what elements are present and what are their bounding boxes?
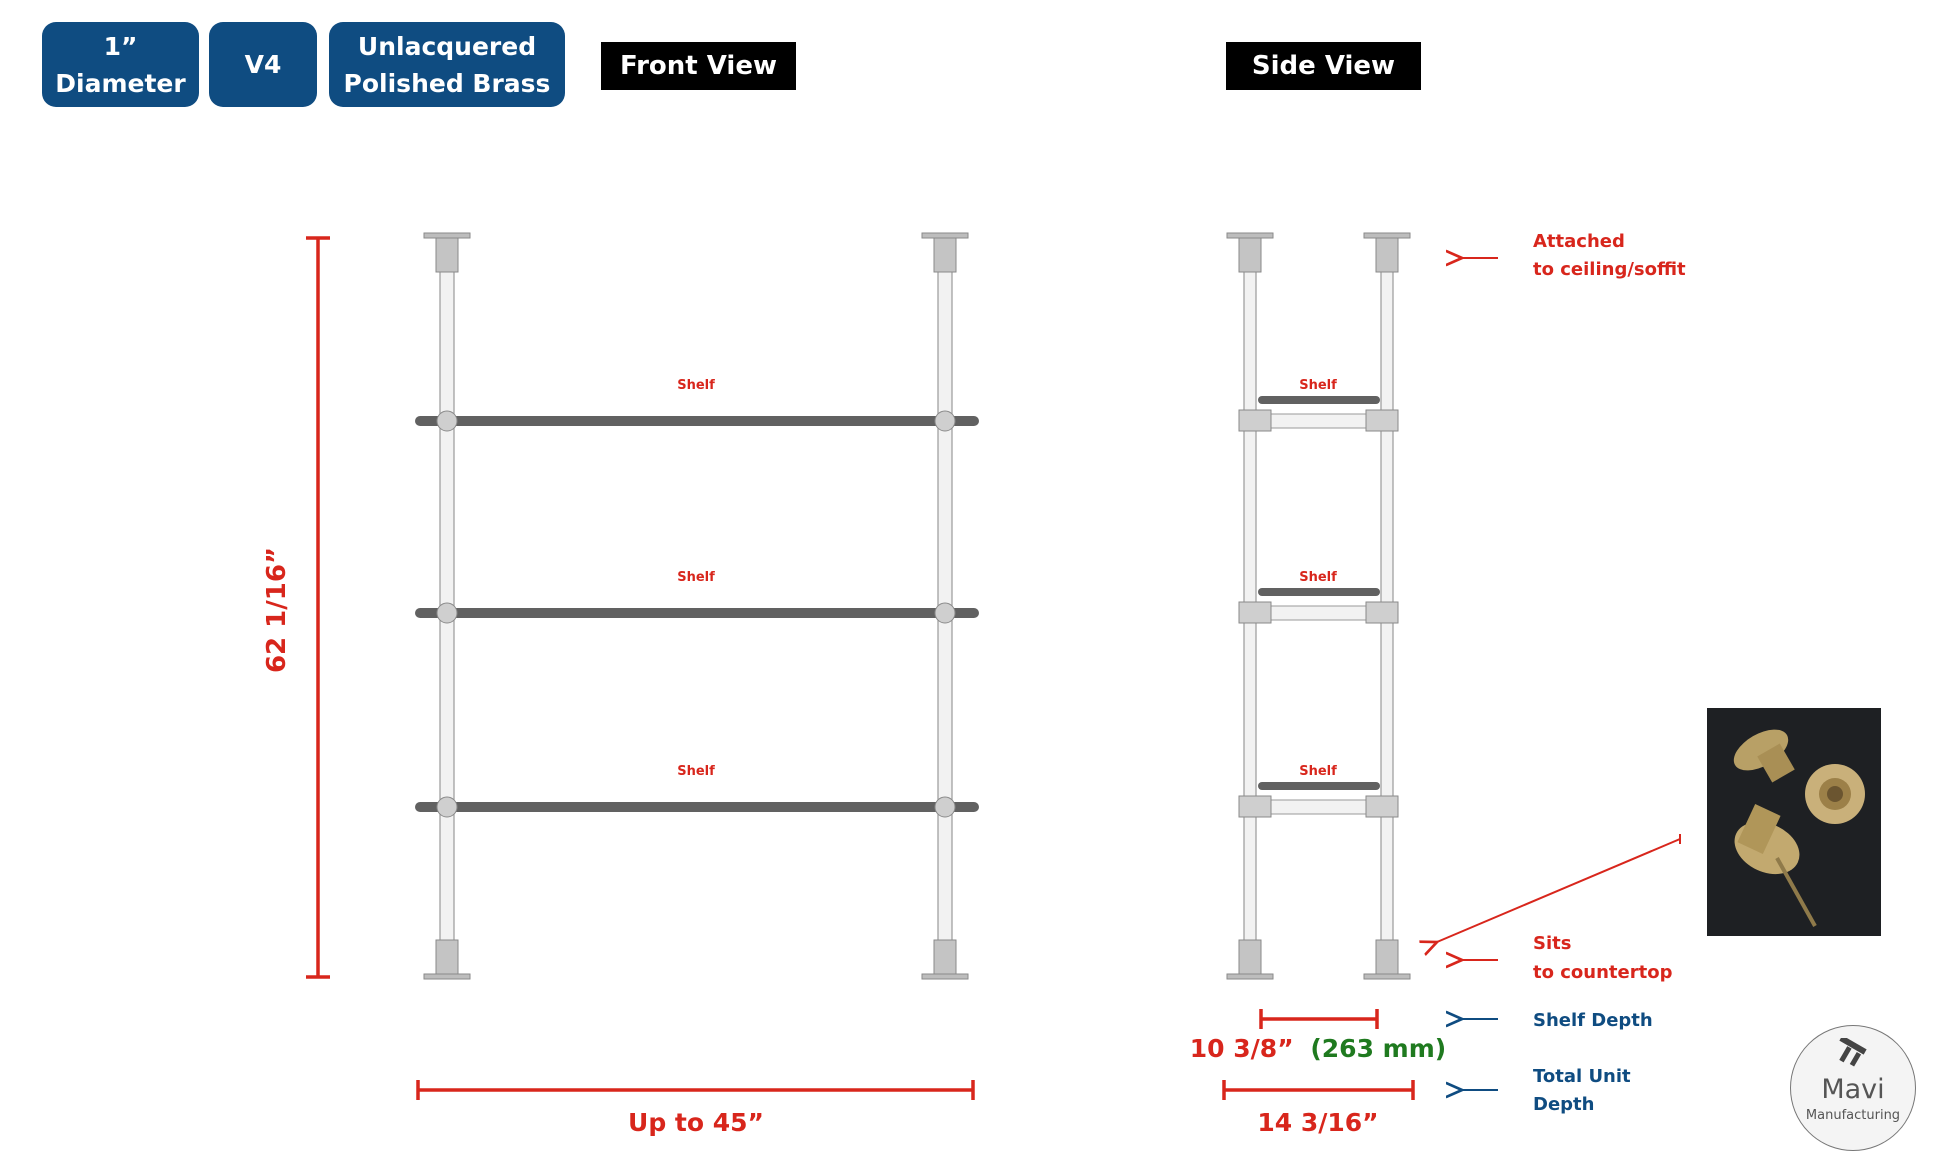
side-shelf-2 — [1238, 588, 1399, 624]
height-dimension-line — [306, 236, 330, 979]
caliper-icon — [1839, 1038, 1867, 1067]
countertop-note-line2: to countertop — [1533, 962, 1673, 983]
side-shelf-3 — [1238, 782, 1399, 818]
finish-badge: Unlacquered Polished Brass — [329, 22, 565, 107]
front-shelf-label-1: Shelf — [677, 378, 715, 393]
front-shelf-3 — [415, 796, 979, 818]
front-view-label: Front View — [601, 42, 796, 90]
side-view-drawing: Shelf Shelf Shelf 10 3/8” (263 mm) 14 3/… — [1190, 232, 1446, 1137]
finish-badge-line2: Polished Brass — [343, 68, 551, 98]
height-dimension-label: 62 1/16” — [262, 547, 292, 673]
hardware-pointer-arrow-icon — [1437, 838, 1681, 942]
front-shelf-2 — [415, 602, 979, 624]
diameter-badge-line2: Diameter — [55, 68, 186, 98]
hardware-photo — [1707, 708, 1881, 936]
mavi-logo: Mavi Manufacturing — [1790, 1025, 1916, 1151]
front-shelf-label-2: Shelf — [677, 570, 715, 585]
logo-subtitle: Manufacturing — [1805, 1108, 1901, 1123]
shelf-depth-imperial: 10 3/8” — [1190, 1034, 1294, 1063]
version-badge-label: V4 — [244, 50, 282, 79]
diameter-badge-line1: 1” — [103, 31, 138, 61]
total-depth-dimension-line — [1222, 1080, 1415, 1100]
side-view-label: Side View — [1226, 42, 1421, 90]
countertop-note-line1: Sits — [1533, 933, 1571, 954]
total-depth-note-line2: Depth — [1533, 1094, 1594, 1115]
width-dimension-label: Up to 45” — [628, 1108, 764, 1137]
side-shelf-label-3: Shelf — [1299, 764, 1337, 779]
side-shelf-label-1: Shelf — [1299, 378, 1337, 393]
width-dimension-line — [416, 1080, 975, 1100]
shelf-depth-dimension-line — [1259, 1009, 1379, 1029]
diameter-badge: 1” Diameter — [42, 22, 199, 107]
ceiling-note-line2: to ceiling/soffit — [1533, 259, 1686, 280]
side-shelf-1 — [1238, 396, 1399, 432]
finish-badge-line1: Unlacquered — [357, 31, 537, 61]
shelf-depth-note: Shelf Depth — [1533, 1010, 1653, 1031]
front-view-drawing: 62 1/16” — [262, 232, 979, 1137]
front-shelf-1 — [415, 410, 979, 432]
total-depth-note-line1: Total Unit — [1533, 1066, 1631, 1087]
front-shelf-label-3: Shelf — [677, 764, 715, 779]
total-depth-dimension-label: 14 3/16” — [1257, 1108, 1378, 1137]
annotations: Attached to ceiling/soffit Sits to count… — [1437, 231, 1686, 1115]
logo-name: Mavi — [1821, 1074, 1885, 1105]
ceiling-note-line1: Attached — [1533, 231, 1625, 252]
side-shelf-label-2: Shelf — [1299, 570, 1337, 585]
version-badge: V4 — [209, 22, 317, 107]
shelf-depth-dimension-label: 10 3/8” (263 mm) — [1190, 1034, 1446, 1063]
shelf-depth-metric: (263 mm) — [1310, 1034, 1446, 1063]
